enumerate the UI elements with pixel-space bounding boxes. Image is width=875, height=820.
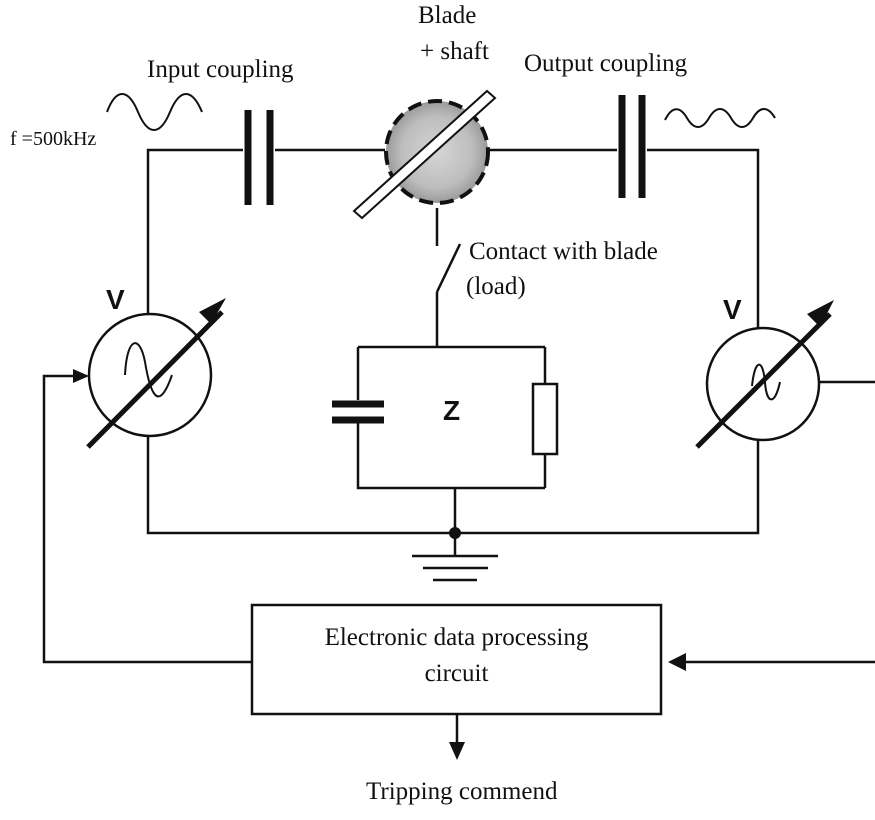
arrow-left-icon: [668, 653, 686, 671]
input-wave: [106, 93, 203, 131]
processing-box-text: Electronic data processing circuit: [252, 620, 661, 692]
label-impedance: Z: [443, 395, 461, 426]
label-output-coupling: Output coupling: [524, 50, 688, 77]
wire-bottom: [146, 436, 760, 535]
voltage-source-left: [86, 298, 226, 449]
wire-feedback-left: [42, 374, 252, 664]
label-input-coupling: Input coupling: [147, 56, 294, 83]
label-blade: Blade: [418, 2, 477, 29]
shaft: [352, 89, 497, 220]
voltage-source-right: [695, 300, 875, 449]
arrow-right-icon: [73, 369, 89, 383]
arrow-head-icon: [199, 298, 226, 324]
arrow-head-icon: [807, 300, 834, 327]
label-shaft: + shaft: [420, 38, 489, 65]
processing-box: [250, 603, 663, 716]
contact-switch: [435, 243, 462, 293]
label-v-left: V: [106, 284, 125, 315]
label-contact: Contact with blade: [469, 238, 658, 265]
load-resistor: [531, 382, 559, 456]
label-frequency: f =500kHz: [10, 128, 97, 150]
label-load: (load): [466, 273, 526, 300]
processing-label-line2: circuit: [424, 660, 489, 687]
label-tripping: Tripping commend: [366, 778, 558, 805]
processing-label-line1: Electronic data processing: [324, 624, 589, 651]
wire-top-left: [146, 148, 243, 350]
load-box-left-bottom: [356, 422, 545, 490]
output-wave: [664, 108, 776, 128]
ground-icon: [412, 554, 498, 582]
wire-top-right: [647, 148, 760, 328]
arrow-down-icon: [449, 742, 465, 760]
label-v-right: V: [723, 294, 742, 325]
